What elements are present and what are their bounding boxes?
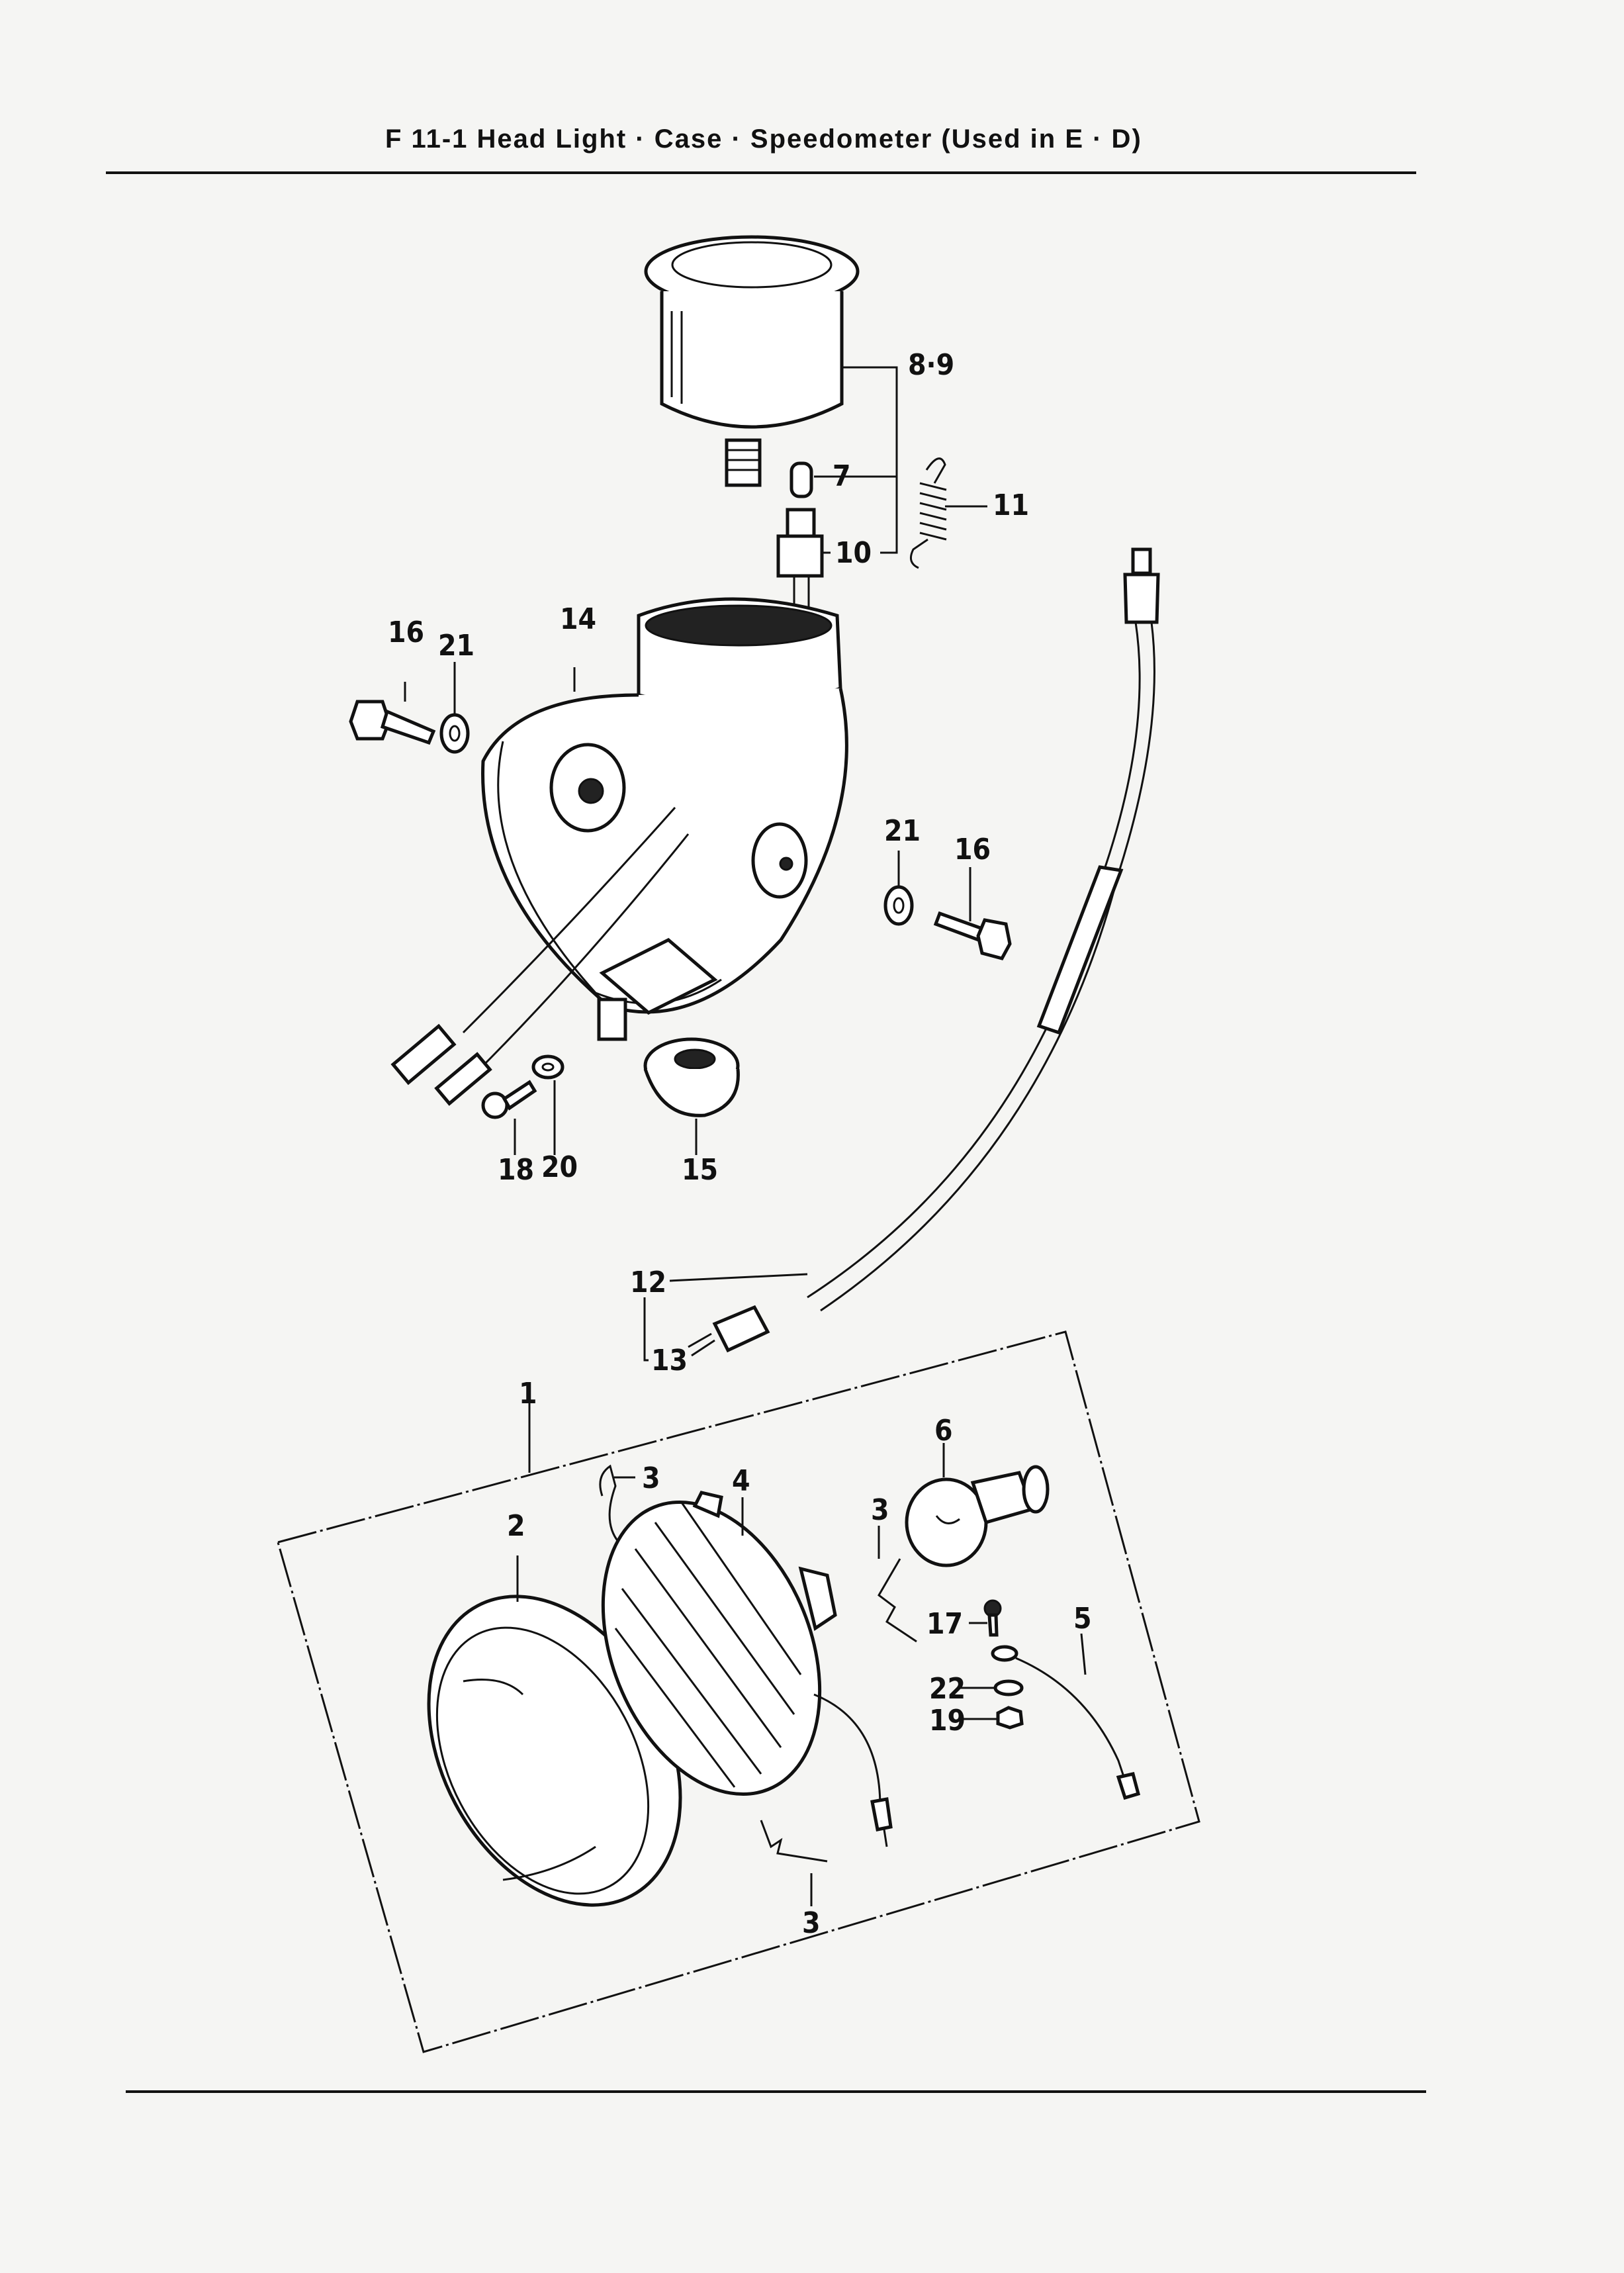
lens-wire-connector (870, 1797, 893, 1847)
speedometer-cable-12-part (643, 547, 1160, 1362)
callout-4: 4 (732, 1464, 750, 1498)
washer-20-part (531, 1054, 564, 1155)
bottom-rule (126, 2090, 1426, 2093)
ground-wire-5-part (991, 1633, 1141, 1800)
leader-lines-top (814, 366, 987, 554)
clip-3-middle-part (878, 1526, 917, 1643)
callout-12: 12 (630, 1266, 666, 1299)
washer-21-left-part (439, 662, 470, 754)
spring-11-part (909, 457, 947, 569)
clip-3-bottom-part (760, 1820, 828, 1906)
callout-20: 20 (541, 1150, 578, 1184)
bolt-16-left-part (349, 682, 436, 745)
callout-16-left: 16 (388, 616, 424, 649)
callout-1: 1 (519, 1377, 537, 1411)
top-rule (106, 171, 1416, 174)
callout-3-bottom: 3 (802, 1906, 821, 1940)
callout-21-right: 21 (884, 814, 921, 848)
callout-10: 10 (835, 536, 872, 570)
headlight-assembly-frame (277, 1330, 1200, 2053)
callout-3-top: 3 (642, 1461, 660, 1495)
socket-10-part (776, 508, 824, 622)
headlight-lens-4-part (601, 1491, 881, 1808)
callout-22: 22 (929, 1672, 966, 1706)
nut-19-part (960, 1706, 1024, 1730)
screw-17-part (969, 1599, 1002, 1637)
clip-3-top-part (599, 1464, 635, 1543)
grommet-15-part (643, 1037, 740, 1155)
callout-14: 14 (560, 602, 596, 636)
callout-11: 11 (993, 488, 1029, 522)
speedometer-part (644, 235, 860, 487)
case-wires (390, 807, 690, 1106)
callout-15: 15 (682, 1153, 718, 1187)
callout-3-middle: 3 (871, 1493, 889, 1527)
callout-18: 18 (498, 1153, 534, 1187)
callout-labels: 8·9 7 11 10 16 21 14 21 16 18 20 15 12 1… (388, 348, 1092, 1940)
callout-2: 2 (507, 1509, 525, 1543)
bolt-16-right-part (933, 867, 1012, 960)
callout-16-right: 16 (954, 833, 991, 866)
screw-18-part (481, 1080, 537, 1155)
washer-21-right-part (883, 851, 914, 926)
bulb-6-part (905, 1443, 1050, 1567)
callout-8-9: 8·9 (908, 348, 954, 382)
callout-6: 6 (934, 1414, 953, 1448)
callout-19: 19 (929, 1704, 966, 1738)
page-title: F 11-1 Head Light · Case · Speedometer (… (385, 124, 1142, 154)
washer-22-part (960, 1679, 1024, 1696)
bulb-7-part (789, 461, 813, 498)
callout-17: 17 (926, 1607, 963, 1641)
callout-7: 7 (833, 459, 851, 493)
headlight-case-14-part (481, 597, 848, 1041)
callout-13: 13 (651, 1344, 688, 1377)
callout-5: 5 (1073, 1602, 1092, 1636)
callout-21-left: 21 (438, 629, 474, 663)
